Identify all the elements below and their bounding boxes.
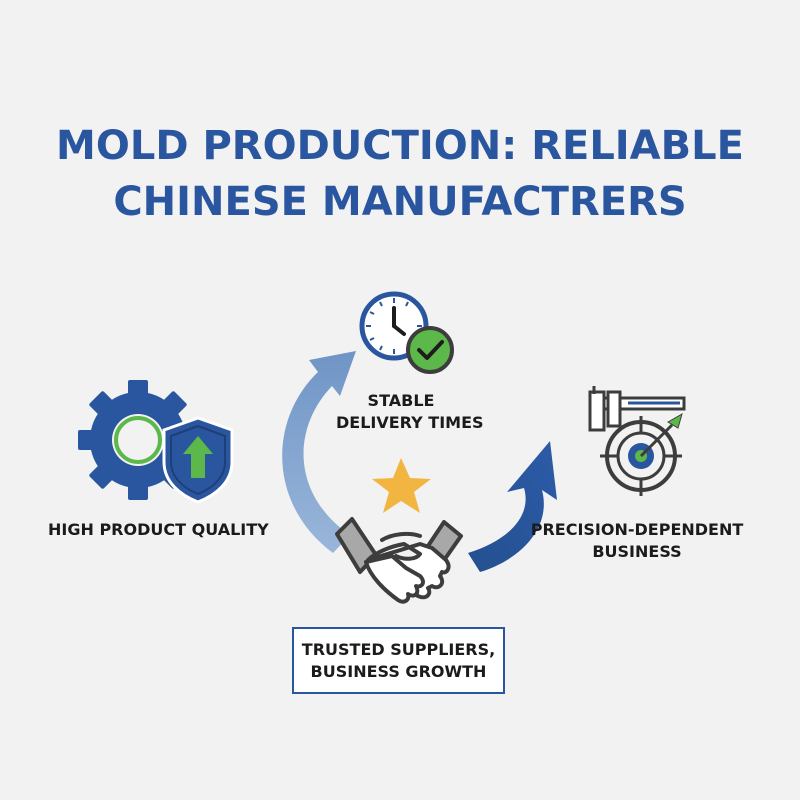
cycle-arrow-right (468, 441, 557, 572)
precision-line-2: BUSINESS (592, 542, 682, 561)
node-label-precision: PRECISION-DEPENDENT BUSINESS (530, 519, 744, 563)
clock-check-icon (359, 291, 454, 374)
page-title: MOLD PRODUCTION: RELIABLE CHINESE MANUFA… (0, 118, 800, 230)
node-label-delivery: STABLE DELIVERY TIMES (336, 390, 484, 434)
caliper-target-icon (588, 386, 686, 496)
gear-shield-icon (78, 380, 234, 504)
title-line-2: CHINESE MANUFACTRERS (113, 179, 687, 225)
cycle-arrow-left (282, 351, 356, 553)
summary-callout: TRUSTED SUPPLIERS, BUSINESS GROWTH (292, 627, 505, 694)
callout-line-2: BUSINESS GROWTH (310, 661, 487, 681)
precision-line-1: PRECISION-DEPENDENT (530, 520, 744, 539)
node-label-quality: HIGH PRODUCT QUALITY (48, 519, 269, 541)
title-line-1: MOLD PRODUCTION: RELIABLE (56, 123, 744, 169)
star-icon (372, 458, 431, 513)
handshake-icon (335, 517, 463, 604)
callout-line-1: TRUSTED SUPPLIERS, (301, 639, 496, 659)
delivery-line-2: DELIVERY TIMES (336, 413, 484, 432)
delivery-line-1: STABLE (367, 391, 435, 410)
quality-line-1: HIGH PRODUCT QUALITY (48, 520, 269, 539)
